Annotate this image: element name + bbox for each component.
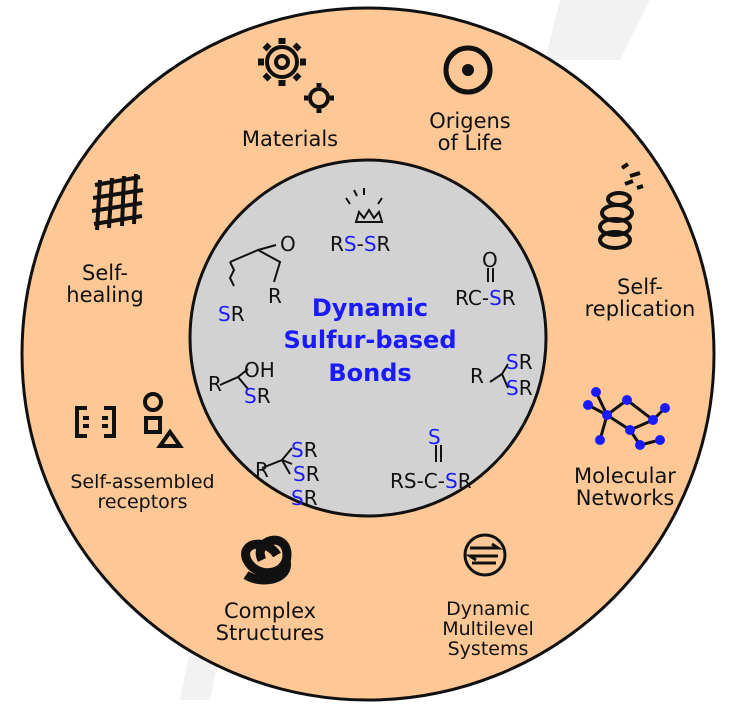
center-title: Dynamic Sulfur-based Bonds [270, 292, 470, 389]
label-origins: Origens of Life [429, 109, 511, 156]
gears-icon [258, 38, 334, 113]
bond-thioester: O RC-SR [455, 248, 516, 310]
bond-lines [219, 188, 509, 475]
center-title-line3: Bonds [328, 358, 412, 387]
bond-orthothioester: SR R SR SR [255, 438, 320, 510]
label-molecular-networks: Molecular Networks [574, 464, 676, 511]
center-title-line2: Sulfur-based [283, 326, 457, 355]
bond-disulfide: RS-SR [330, 232, 391, 256]
knot-icon [241, 535, 292, 585]
label-self-replication: Self- replication [584, 275, 696, 322]
multilevel-icon [463, 533, 507, 577]
bond-trithiocarbonate: S RS-C-SR [390, 425, 472, 493]
label-dynamic-multilevel: Dynamic Multilevel Systems [442, 598, 534, 660]
label-materials: Materials [241, 127, 339, 151]
label-complex-structures: Complex Structures [215, 599, 325, 646]
target-icon [443, 45, 493, 95]
bond-hemithioacetal: OH R SR [208, 358, 275, 408]
network-icon [583, 387, 670, 450]
mesh-icon [91, 173, 144, 231]
inner-circle [188, 158, 548, 518]
center-title-line1: Dynamic [311, 294, 429, 322]
receptors-icon [75, 392, 184, 448]
label-self-healing: Self- healing [66, 261, 144, 308]
label-self-assembled: Self-assembled receptors [70, 471, 215, 513]
bond-dithioacetal: SR R SR [470, 350, 533, 400]
replication-icon [598, 162, 644, 250]
